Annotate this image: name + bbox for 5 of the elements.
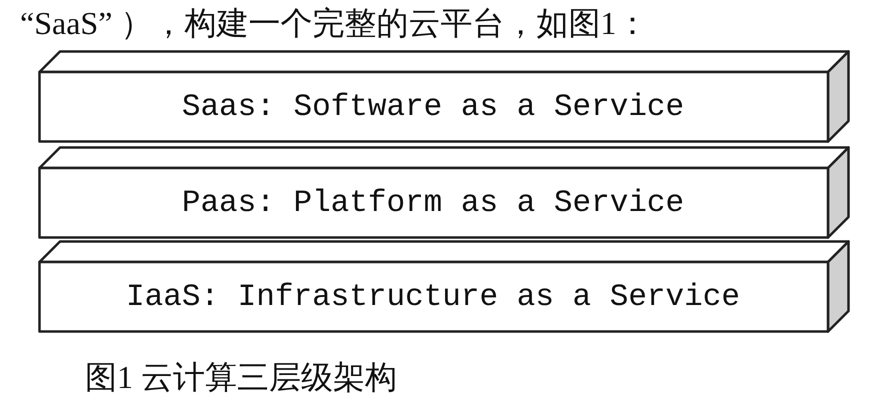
layer-label: Saas: Software as a Service	[182, 90, 684, 125]
figure-caption: 图1 云计算三层级架构	[85, 358, 397, 397]
layer-label: Paas: Platform as a Service	[182, 186, 684, 221]
body-text: “SaaS” ），构建一个完整的云平台，如图1：	[20, 4, 648, 43]
layer-label: IaaS: Infrastructure as a Service	[126, 280, 740, 315]
